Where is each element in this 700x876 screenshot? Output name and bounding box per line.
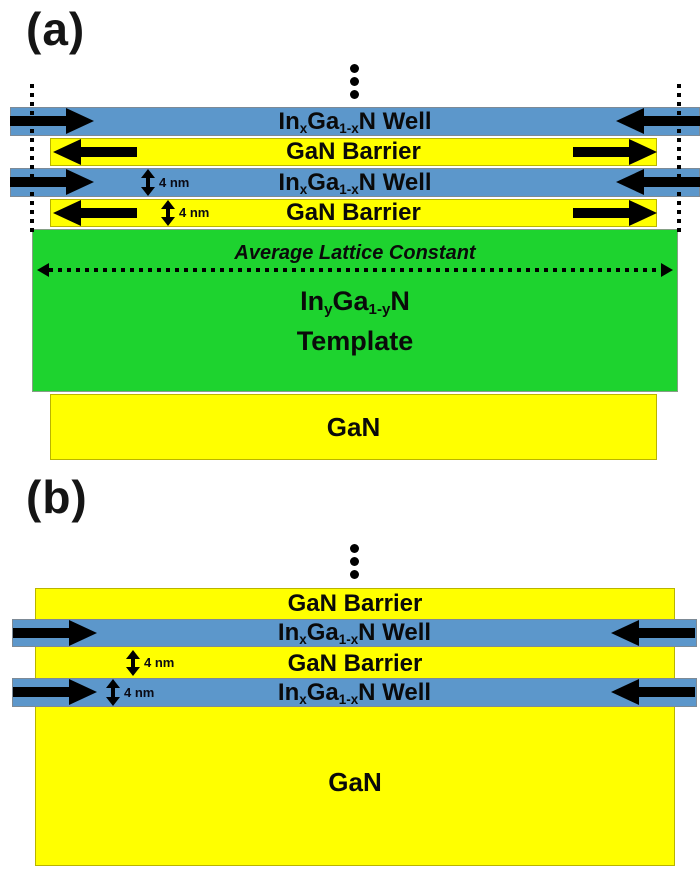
dot-icon	[350, 90, 359, 99]
strain-arrow-right-icon	[13, 687, 69, 697]
thickness-arrow-icon	[126, 650, 140, 676]
substrate-label: GaN	[328, 767, 382, 797]
thickness-label: 4 nm	[124, 685, 155, 700]
barrier-layer-label: GaN Barrier	[287, 590, 423, 617]
continuation-dots-icon	[350, 64, 359, 99]
well-label-part: N Well	[358, 169, 432, 196]
template-layer: Average Lattice Constant InyGa1-yN Templ…	[32, 229, 678, 392]
well-label-subscript: 1-x	[339, 120, 359, 136]
well-layer-label: InxGa1-xN Well	[11, 108, 699, 135]
well-layer: InxGa1-xN Well	[12, 619, 697, 647]
dot-icon	[350, 570, 359, 579]
well-label-subscript: 1-x	[338, 631, 359, 647]
strain-arrow-left-icon	[644, 177, 700, 187]
well-label-part: Ga	[306, 619, 339, 646]
template-name-subscript: y	[324, 301, 333, 319]
barrier-layer-label: GaN Barrier	[287, 650, 423, 677]
continuation-dots-icon	[350, 544, 359, 579]
strain-arrow-left-icon	[644, 116, 700, 126]
well-label-part: Ga	[307, 108, 340, 135]
template-name-subscript: 1-y	[368, 301, 391, 319]
template-name: InyGa1-yN	[33, 286, 677, 317]
thickness-label: 4 nm	[179, 205, 210, 220]
thickness-arrow-icon	[106, 679, 120, 706]
dot-icon	[350, 77, 359, 86]
well-label-subscript: 1-x	[339, 181, 359, 197]
thickness-arrow-icon	[141, 169, 155, 196]
barrier-layer-label: GaN Barrier	[286, 138, 421, 165]
avg-lattice-arrow-icon	[49, 268, 661, 272]
substrate-layer: GaN	[50, 394, 657, 460]
avg-lattice-label: Average Lattice Constant	[234, 242, 476, 264]
barrier-layer-label: GaN Barrier	[286, 199, 421, 226]
thickness-arrow-icon	[161, 200, 175, 226]
well-label-part: Ga	[307, 169, 340, 196]
substrate-label: GaN	[326, 412, 381, 442]
barrier-layer: GaN Barrier	[50, 199, 657, 227]
well-layer-label: InxGa1-xN Well	[13, 679, 696, 706]
strain-arrow-right-icon	[13, 628, 69, 638]
well-layer-label: InxGa1-xN Well	[11, 169, 699, 196]
well-label-part: In	[278, 108, 300, 135]
dot-icon	[350, 557, 359, 566]
strain-arrow-right-icon	[10, 116, 66, 126]
dot-icon	[350, 64, 359, 73]
well-layer: InxGa1-xN Well	[12, 678, 697, 707]
well-label-part: N Well	[358, 619, 432, 646]
template-name-part: In	[300, 286, 325, 316]
strain-arrow-left-icon	[81, 147, 137, 157]
strain-arrow-right-icon	[10, 177, 66, 187]
thickness-label: 4 nm	[159, 175, 190, 190]
well-label-subscript: x	[299, 181, 308, 197]
template-name-part: N	[390, 286, 410, 316]
strain-arrow-right-icon	[573, 208, 629, 218]
template-line2: Template	[296, 326, 414, 356]
panel-a-label: (a)	[26, 3, 86, 55]
lattice-reference-line-left-icon	[30, 84, 34, 232]
well-layer: InxGa1-xN Well	[10, 168, 700, 197]
well-label-subscript: x	[299, 120, 308, 136]
dot-icon	[350, 544, 359, 553]
well-layer-label: InxGa1-xN Well	[13, 620, 696, 646]
well-layer: InxGa1-xN Well	[10, 107, 700, 136]
template-name-part: Ga	[332, 286, 369, 316]
panel-b-label: (b)	[26, 471, 88, 523]
barrier-layer: GaN Barrier	[50, 138, 657, 166]
well-label-part: In	[277, 619, 300, 646]
well-label-subscript: x	[299, 631, 307, 647]
well-label-part: N Well	[358, 108, 432, 135]
well-label-part: N Well	[358, 679, 432, 706]
well-label-subscript: 1-x	[338, 691, 359, 707]
well-label-part: In	[278, 169, 300, 196]
strain-arrow-left-icon	[639, 687, 695, 697]
well-label-subscript: x	[299, 691, 307, 707]
strain-arrow-left-icon	[81, 208, 137, 218]
strain-arrow-right-icon	[573, 147, 629, 157]
thickness-label: 4 nm	[144, 655, 175, 670]
well-label-part: In	[277, 679, 300, 706]
lattice-reference-line-right-icon	[677, 84, 681, 232]
well-label-part: Ga	[306, 679, 339, 706]
strain-arrow-left-icon	[639, 628, 695, 638]
